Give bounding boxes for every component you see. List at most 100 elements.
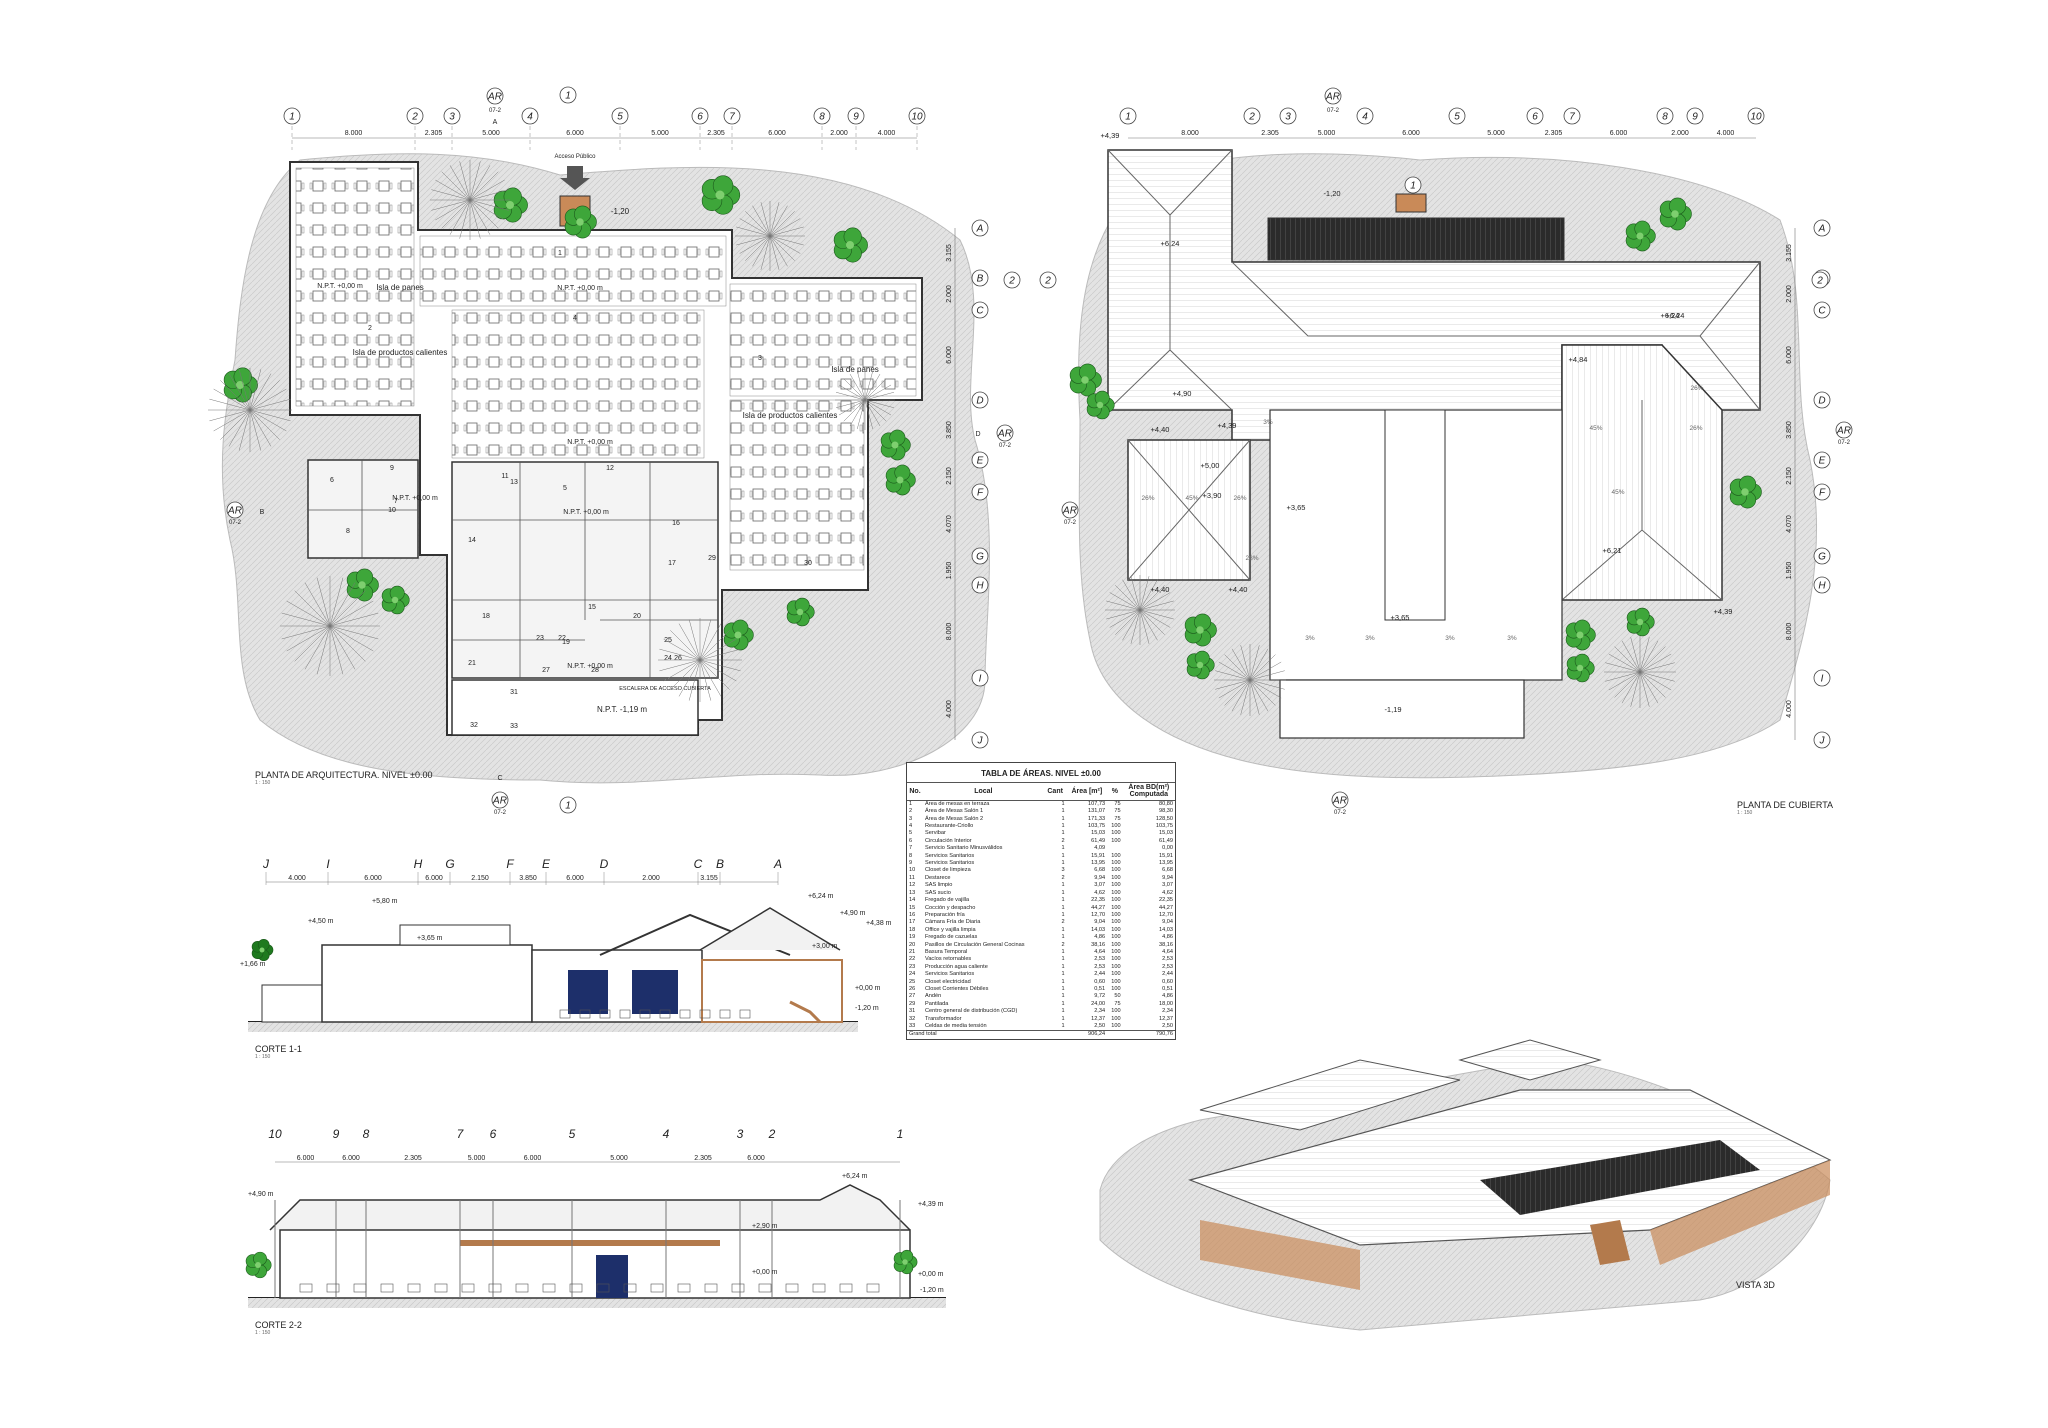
tree-icon bbox=[880, 429, 911, 461]
roof-row-dim: 8.000 bbox=[1786, 623, 1793, 641]
palm-frond bbox=[459, 161, 471, 201]
tree-core bbox=[1576, 664, 1584, 672]
floor-grid-col-label: 8 bbox=[819, 112, 825, 123]
palm-frond bbox=[1639, 671, 1675, 682]
roof-slope-label: 45% bbox=[1611, 489, 1624, 496]
s1-windows-2 bbox=[632, 970, 678, 1014]
table-cell: 6 bbox=[909, 837, 913, 844]
table-cell: 6,68 bbox=[1094, 867, 1106, 874]
s2-table-icon bbox=[407, 1283, 421, 1293]
palm-frond bbox=[688, 659, 701, 701]
tree-core bbox=[1196, 661, 1204, 669]
floor-grid-row-bubble bbox=[971, 391, 989, 409]
palm-frond bbox=[249, 409, 291, 422]
palm-frond bbox=[329, 625, 379, 640]
floor-cut-right-bubble bbox=[1003, 271, 1021, 289]
table-cell: 100 bbox=[1111, 882, 1121, 889]
palm-frond bbox=[1249, 661, 1282, 681]
table-cell: Andén bbox=[925, 993, 942, 1000]
palm-frond bbox=[469, 199, 481, 239]
roof-grid-col-label: 2 bbox=[1248, 112, 1255, 123]
roof-level-label: +4,84 bbox=[1569, 355, 1588, 364]
table-cell bbox=[1107, 1030, 1123, 1039]
roof-grid-row-label: A bbox=[1818, 224, 1826, 235]
roof-sm-right-label: AR bbox=[1836, 426, 1851, 437]
table-cell: 15 bbox=[909, 904, 916, 911]
palm-frond bbox=[1122, 579, 1141, 611]
roof-slope-label: 45% bbox=[1185, 495, 1198, 502]
table-cell: 13 bbox=[909, 889, 916, 896]
palm-frond bbox=[760, 235, 771, 270]
palm-frond bbox=[449, 199, 471, 235]
tree-icon bbox=[245, 1251, 272, 1279]
floor-grid-col-bubble bbox=[723, 107, 741, 125]
roof-ridges bbox=[1107, 149, 1761, 411]
table-cell: 100 bbox=[1111, 956, 1121, 963]
roof-grid-row-label: I bbox=[1821, 674, 1824, 685]
table-cell: 4,86 bbox=[1162, 934, 1173, 941]
palm-frond bbox=[209, 398, 251, 411]
palm-frond bbox=[249, 388, 287, 411]
roof-grid-col-label: 10 bbox=[1750, 112, 1762, 123]
palm-frond bbox=[769, 235, 788, 267]
floor-sm-top-sheet: 07-2 bbox=[489, 108, 502, 114]
room-number: 27 bbox=[542, 667, 550, 674]
roof-level-label: +6,24 bbox=[1666, 311, 1685, 320]
tree-core bbox=[358, 581, 366, 589]
roof-grid-col-bubble bbox=[1119, 107, 1137, 125]
room-number: 30 bbox=[804, 560, 812, 567]
palm-frond bbox=[856, 399, 866, 430]
palm-icon bbox=[208, 368, 292, 452]
roof-row-dim: 1.950 bbox=[1786, 562, 1793, 580]
palm-frond bbox=[316, 577, 331, 627]
floor-row-dim: 4.070 bbox=[946, 515, 953, 533]
s2-windows bbox=[596, 1255, 628, 1298]
table-cell: 100 bbox=[1111, 852, 1121, 859]
table-cell: 75 bbox=[1114, 815, 1121, 822]
roof-row-dim: 6.000 bbox=[1786, 346, 1793, 364]
palm-frond bbox=[469, 199, 505, 221]
palm-icon bbox=[658, 618, 742, 702]
palm-frond bbox=[220, 409, 251, 440]
floor-grid-row-label: C bbox=[976, 306, 984, 317]
floor-row-dim: 2.150 bbox=[946, 467, 953, 485]
table-cell: 4,62 bbox=[1094, 889, 1106, 896]
room-number: 10 bbox=[388, 507, 396, 514]
roof-level-label: +3,65 bbox=[1391, 613, 1410, 622]
floor-grid-col-bubble bbox=[443, 107, 461, 125]
v3d-pergola bbox=[1480, 1140, 1760, 1215]
floor-col-dim: 8.000 bbox=[345, 130, 363, 137]
table-cell: 100 bbox=[1111, 1008, 1121, 1015]
roof-grid-row-label: G bbox=[1818, 552, 1826, 563]
tree-core bbox=[1636, 618, 1644, 626]
table-cell: 906,24 bbox=[1066, 1030, 1108, 1039]
palm-frond bbox=[1639, 637, 1650, 673]
v3d-roof-back bbox=[1199, 1059, 1461, 1131]
roof-col-dim: 6.000 bbox=[1402, 130, 1420, 137]
table-cell: 100 bbox=[1111, 889, 1121, 896]
s2-dim: 6.000 bbox=[747, 1155, 765, 1162]
tree-core bbox=[734, 631, 742, 639]
palm-frond bbox=[281, 625, 331, 640]
table-cell: 14 bbox=[909, 897, 916, 904]
palm-frond bbox=[329, 590, 366, 627]
s1-grid-label: F bbox=[506, 857, 514, 871]
palm-frond bbox=[1139, 609, 1171, 628]
roof-slope-label: 3% bbox=[1305, 635, 1315, 642]
table-cell: 3 bbox=[909, 815, 913, 822]
s2-grid-label: 2 bbox=[768, 1127, 776, 1141]
roof-cut-right-label: 2 bbox=[1816, 276, 1823, 287]
palm-frond bbox=[769, 235, 804, 246]
table-cell: 1 bbox=[1061, 993, 1065, 1000]
room-number: 18 bbox=[482, 613, 490, 620]
floor-row-dim: 2.000 bbox=[946, 285, 953, 303]
roof-pergola bbox=[1267, 217, 1565, 261]
table-cell: Área de Mesas Salón 1 bbox=[925, 808, 984, 815]
palm-frond bbox=[1231, 648, 1251, 681]
tree-icon bbox=[251, 938, 274, 962]
palm-frond bbox=[431, 199, 471, 211]
room-number: 33 bbox=[510, 723, 518, 730]
palm-frond bbox=[1639, 671, 1666, 698]
